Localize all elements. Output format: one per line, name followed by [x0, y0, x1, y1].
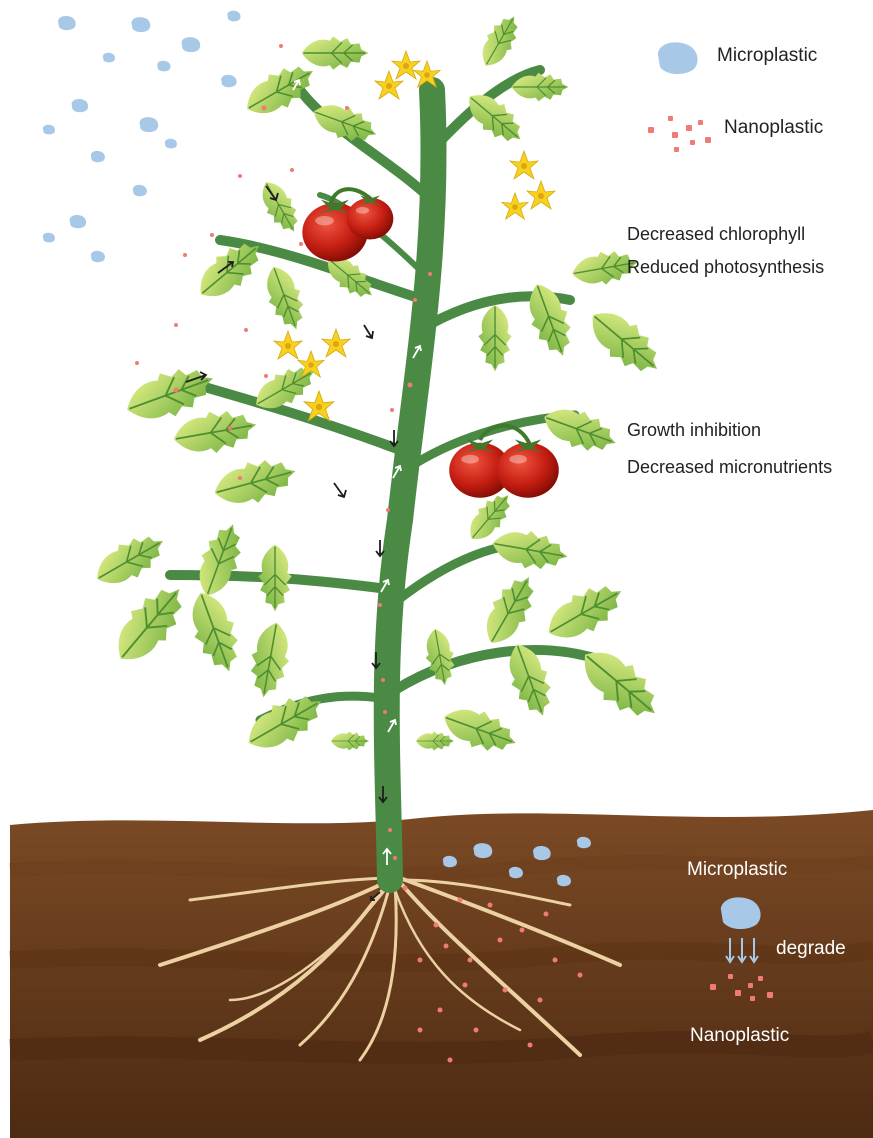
- effect-decreased-chlorophyll: Decreased chlorophyll: [627, 223, 805, 245]
- legend-nanoplastic-label: Nanoplastic: [724, 117, 823, 139]
- soil-microplastic-label: Microplastic: [687, 859, 787, 881]
- airborne-microplastics: [43, 11, 241, 262]
- effect-decreased-micronutrients: Decreased micronutrients: [627, 456, 832, 478]
- soil-nanoplastic-label: Nanoplastic: [690, 1025, 789, 1047]
- effect-growth-inhibition: Growth inhibition: [627, 419, 761, 441]
- effect-reduced-photosynthesis: Reduced photosynthesis: [627, 256, 824, 278]
- legend-nanoplastic-icon: [648, 116, 711, 152]
- legend-microplastic-label: Microplastic: [717, 45, 817, 67]
- soil-degrade-label: degrade: [776, 938, 846, 960]
- degrade-arrows: [726, 938, 758, 962]
- legend-microplastic-icon: [658, 42, 698, 74]
